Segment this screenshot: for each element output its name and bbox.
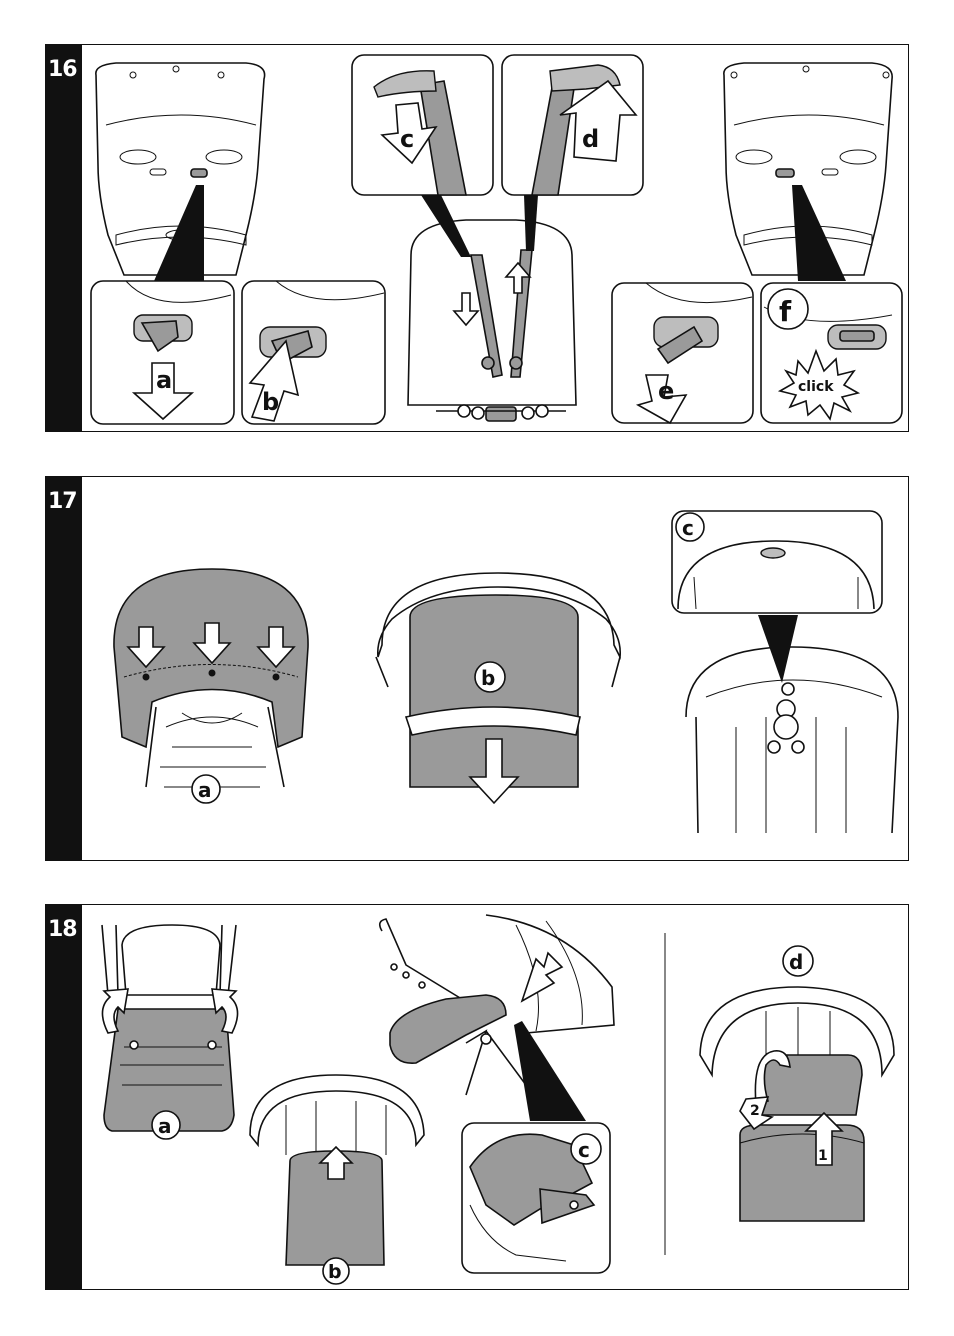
detail-box-b: b — [242, 281, 385, 424]
detail-box-a: a — [91, 281, 234, 424]
hood-fit-a: a — [114, 569, 308, 803]
label-f: f — [779, 295, 792, 328]
footmuff-d: d 2 1 — [700, 946, 894, 1221]
zoom-wedge-c — [421, 195, 471, 257]
step-17-panel: 17 a b — [45, 476, 909, 861]
detail-box-e: e — [612, 283, 753, 423]
label-d: d — [582, 125, 599, 153]
step-18-illustration: a b c — [46, 905, 910, 1291]
step-18-panel: 18 a b — [45, 904, 909, 1290]
hood-cover-b: b — [376, 573, 620, 803]
legrest-c: c — [380, 915, 614, 1273]
harness-center — [408, 220, 576, 421]
label-c: c — [400, 125, 414, 153]
label-a: a — [158, 1114, 172, 1138]
label-c: c — [578, 1138, 590, 1162]
detail-box-d: d — [502, 55, 643, 195]
zoom-wedge-left — [154, 185, 204, 281]
label-a: a — [198, 778, 212, 802]
label-b: b — [481, 666, 495, 690]
label-d: d — [789, 950, 803, 974]
footmuff-a: a — [102, 925, 238, 1139]
detail-box-c: c — [352, 55, 493, 195]
step-16-illustration: a b — [46, 45, 910, 433]
sequence-1: 1 — [818, 1148, 828, 1164]
sequence-2: 2 — [750, 1103, 760, 1119]
zoom-wedge-right — [792, 185, 846, 281]
label-a: a — [156, 366, 172, 394]
footmuff-b: b — [250, 1075, 424, 1284]
click-text: click — [798, 379, 834, 395]
label-b: b — [328, 1261, 342, 1283]
toy-bar-c: c — [672, 511, 898, 833]
zoom-wedge-d — [524, 195, 538, 251]
step-16-panel: 16 a b — [45, 44, 909, 432]
label-b: b — [262, 388, 279, 416]
label-c: c — [682, 516, 694, 540]
detail-box-f: f click — [761, 283, 902, 423]
label-e: e — [658, 377, 674, 405]
zoom-wedge — [514, 1021, 586, 1121]
step-17-illustration: a b c — [46, 477, 910, 862]
